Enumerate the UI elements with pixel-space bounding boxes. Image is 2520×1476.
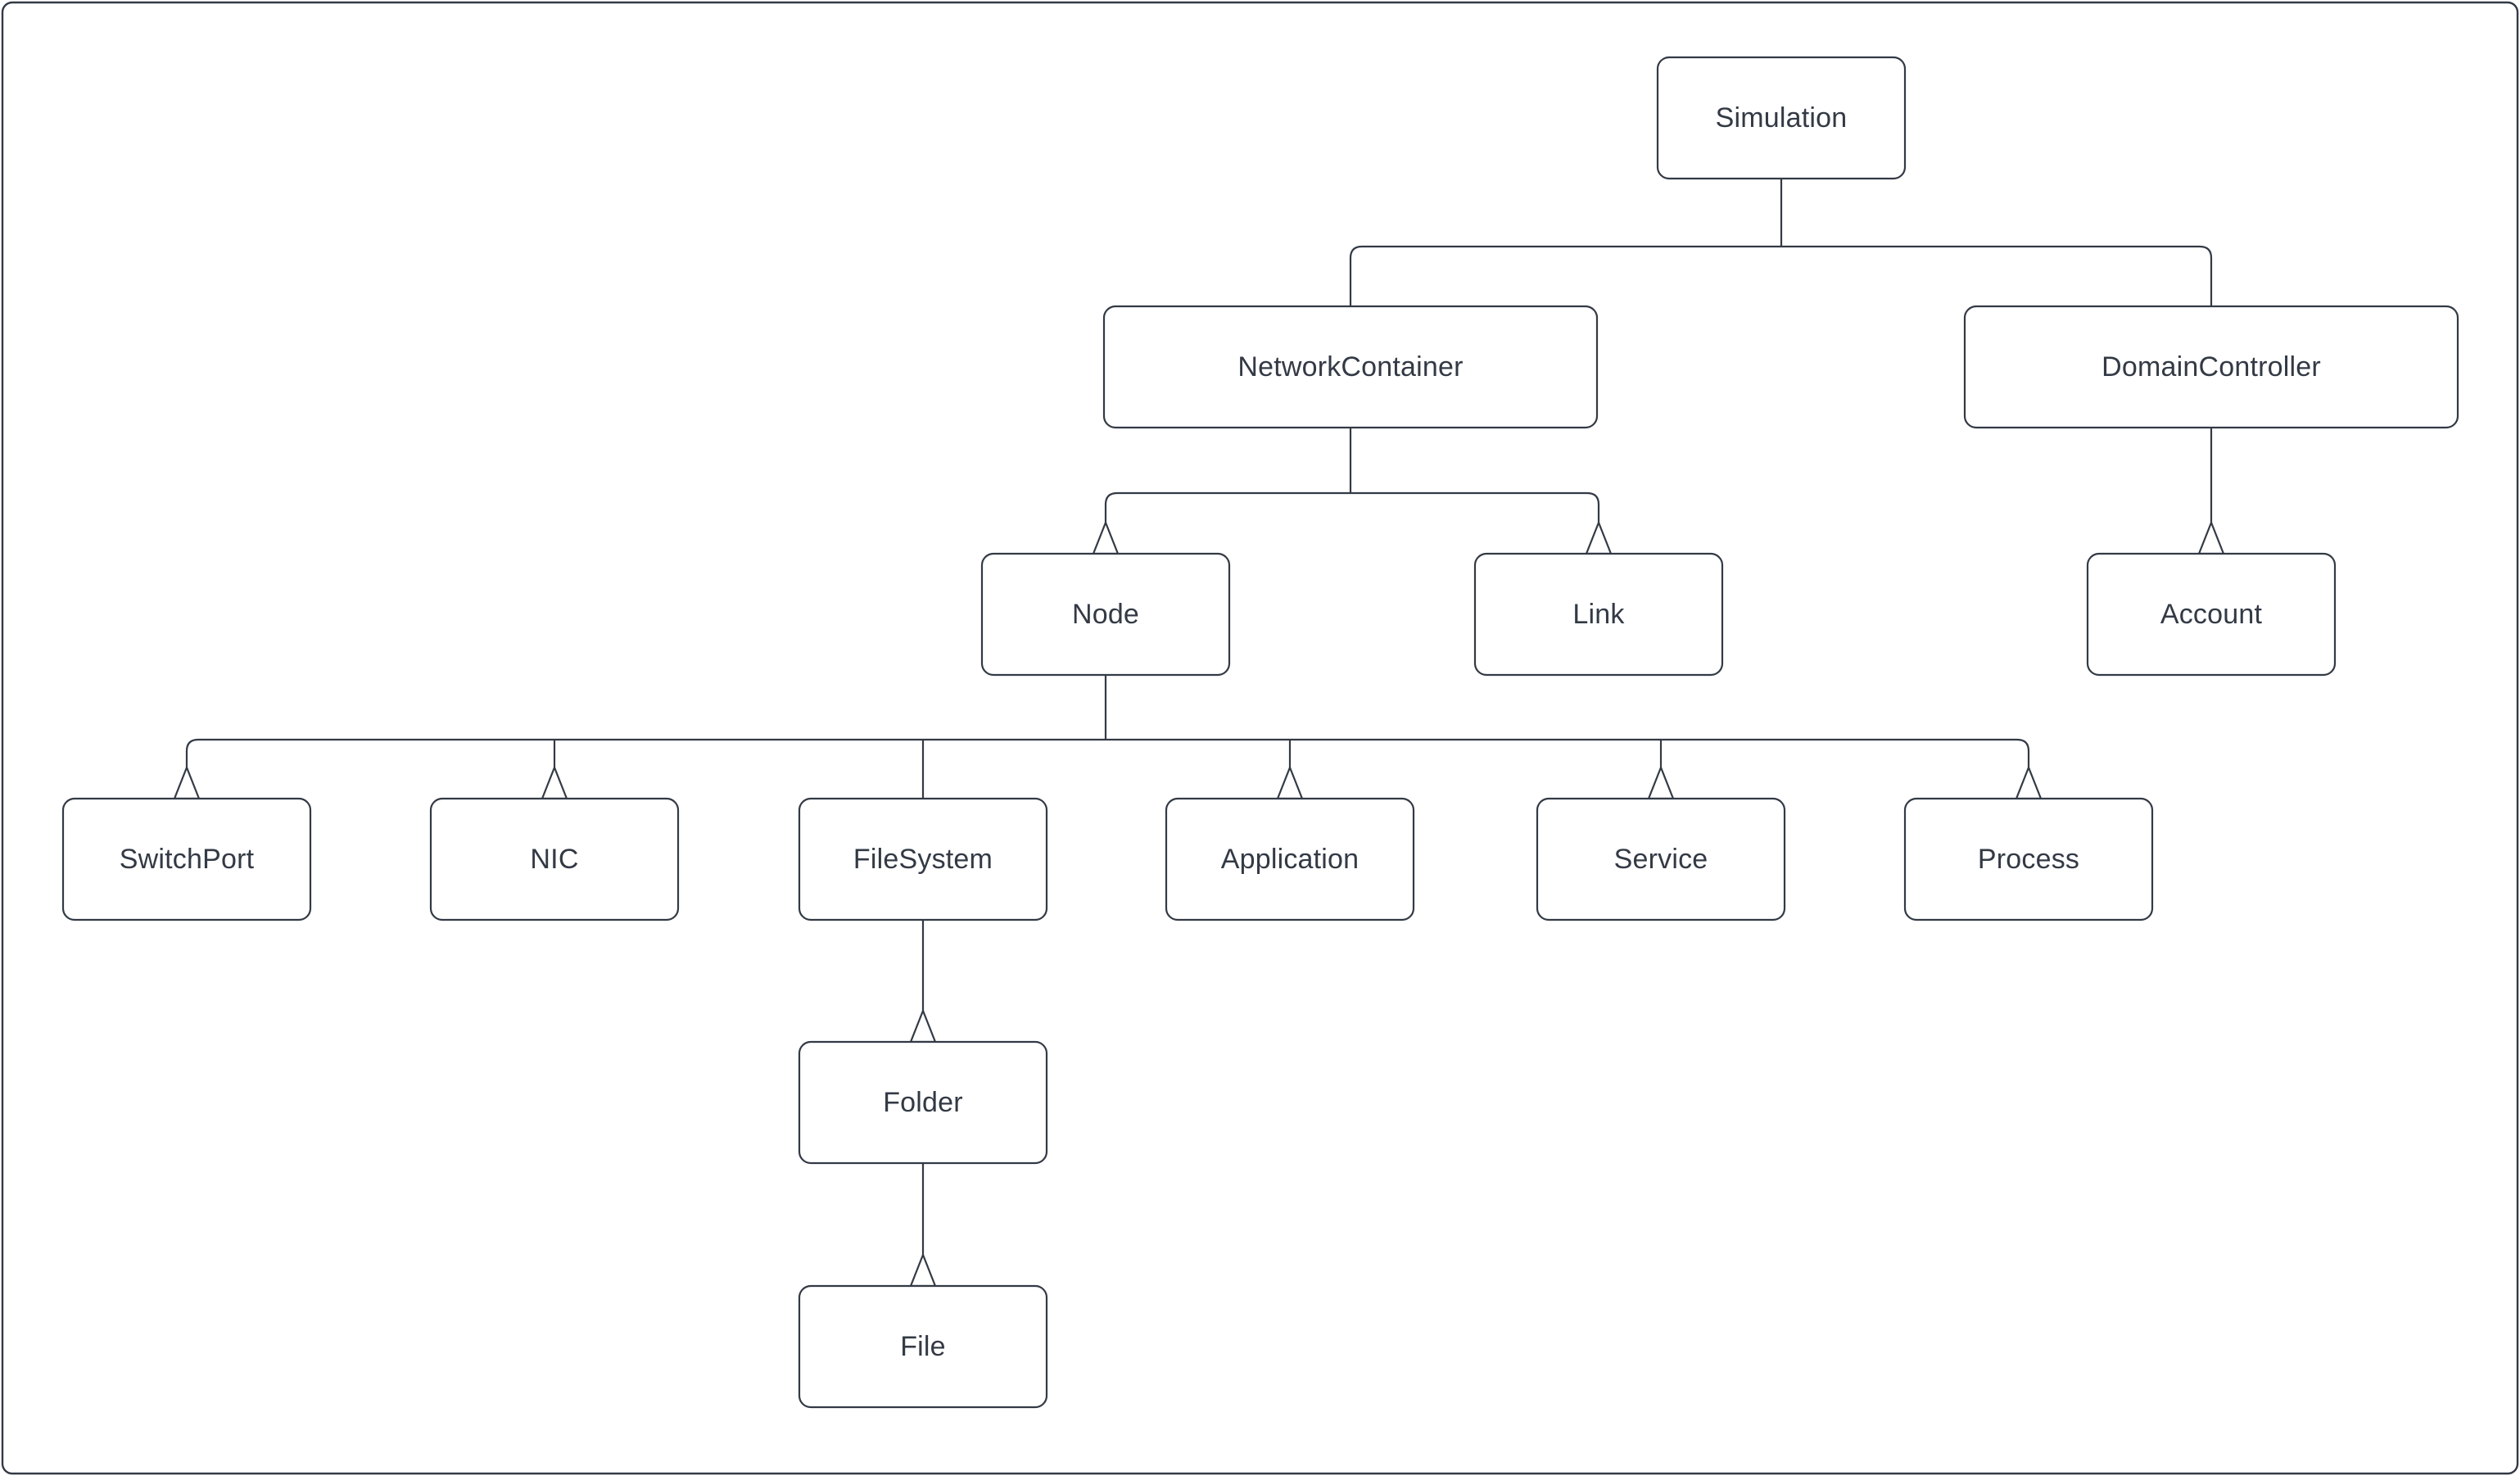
edge-node-to-process bbox=[2016, 738, 2030, 767]
class-node-box-process[interactable] bbox=[1903, 797, 2154, 921]
class-node-box-filesystem[interactable] bbox=[798, 797, 1048, 921]
class-node-box-switchport[interactable] bbox=[61, 797, 312, 921]
class-node-label-networkcontainer: NetworkContainer bbox=[1237, 351, 1463, 383]
class-node-label-filesystem: FileSystem bbox=[853, 844, 993, 875]
class-node-box-networkcontainer[interactable] bbox=[1102, 305, 1599, 429]
class-node-box-domaincontroller[interactable] bbox=[1963, 305, 2459, 429]
class-node-box-link[interactable] bbox=[1473, 552, 1724, 677]
class-node-domaincontroller[interactable]: DomainController bbox=[1963, 305, 2459, 429]
class-node-file[interactable]: File bbox=[798, 1284, 1048, 1409]
class-node-switchport[interactable]: SwitchPort bbox=[61, 797, 312, 921]
class-node-label-account: Account bbox=[2160, 599, 2263, 630]
class-node-label-process: Process bbox=[1978, 844, 2079, 875]
edge-simulation-to-networkcontainer bbox=[1349, 245, 1363, 306]
class-node-filesystem[interactable]: FileSystem bbox=[798, 797, 1048, 921]
class-node-box-simulation[interactable] bbox=[1656, 56, 1907, 180]
class-node-networkcontainer[interactable]: NetworkContainer bbox=[1102, 305, 1599, 429]
class-node-nic[interactable]: NIC bbox=[429, 797, 680, 921]
edge-networkcontainer-to-node bbox=[1104, 491, 1118, 523]
class-node-box-folder[interactable] bbox=[798, 1040, 1048, 1165]
class-node-account[interactable]: Account bbox=[2086, 552, 2337, 677]
class-node-box-nic[interactable] bbox=[429, 797, 680, 921]
class-node-label-application: Application bbox=[1221, 844, 1360, 875]
class-node-box-service[interactable] bbox=[1536, 797, 1786, 921]
class-node-box-application[interactable] bbox=[1165, 797, 1415, 921]
class-node-label-service: Service bbox=[1614, 844, 1708, 875]
class-node-box-account[interactable] bbox=[2086, 552, 2337, 677]
class-node-label-nic: NIC bbox=[530, 844, 578, 875]
class-node-node[interactable]: Node bbox=[980, 552, 1231, 677]
edge-simulation-to-domaincontroller bbox=[2199, 245, 2213, 306]
class-node-label-node: Node bbox=[1072, 599, 1139, 630]
class-node-link[interactable]: Link bbox=[1473, 552, 1724, 677]
class-node-label-simulation: Simulation bbox=[1716, 102, 1848, 134]
class-node-folder[interactable]: Folder bbox=[798, 1040, 1048, 1165]
class-node-label-switchport: SwitchPort bbox=[120, 844, 255, 875]
class-node-box-node[interactable] bbox=[980, 552, 1231, 677]
class-node-simulation[interactable]: Simulation bbox=[1656, 56, 1907, 180]
class-node-service[interactable]: Service bbox=[1536, 797, 1786, 921]
class-node-label-domaincontroller: DomainController bbox=[2102, 351, 2321, 383]
class-node-label-file: File bbox=[900, 1331, 946, 1362]
class-node-label-link: Link bbox=[1572, 599, 1625, 630]
edges-layer bbox=[173, 179, 2225, 1288]
class-node-process[interactable]: Process bbox=[1903, 797, 2154, 921]
edge-networkcontainer-to-link bbox=[1586, 491, 1600, 523]
class-node-label-folder: Folder bbox=[883, 1087, 963, 1118]
class-node-box-file[interactable] bbox=[798, 1284, 1048, 1409]
edge-node-to-switchport bbox=[185, 738, 199, 767]
class-node-application[interactable]: Application bbox=[1165, 797, 1415, 921]
